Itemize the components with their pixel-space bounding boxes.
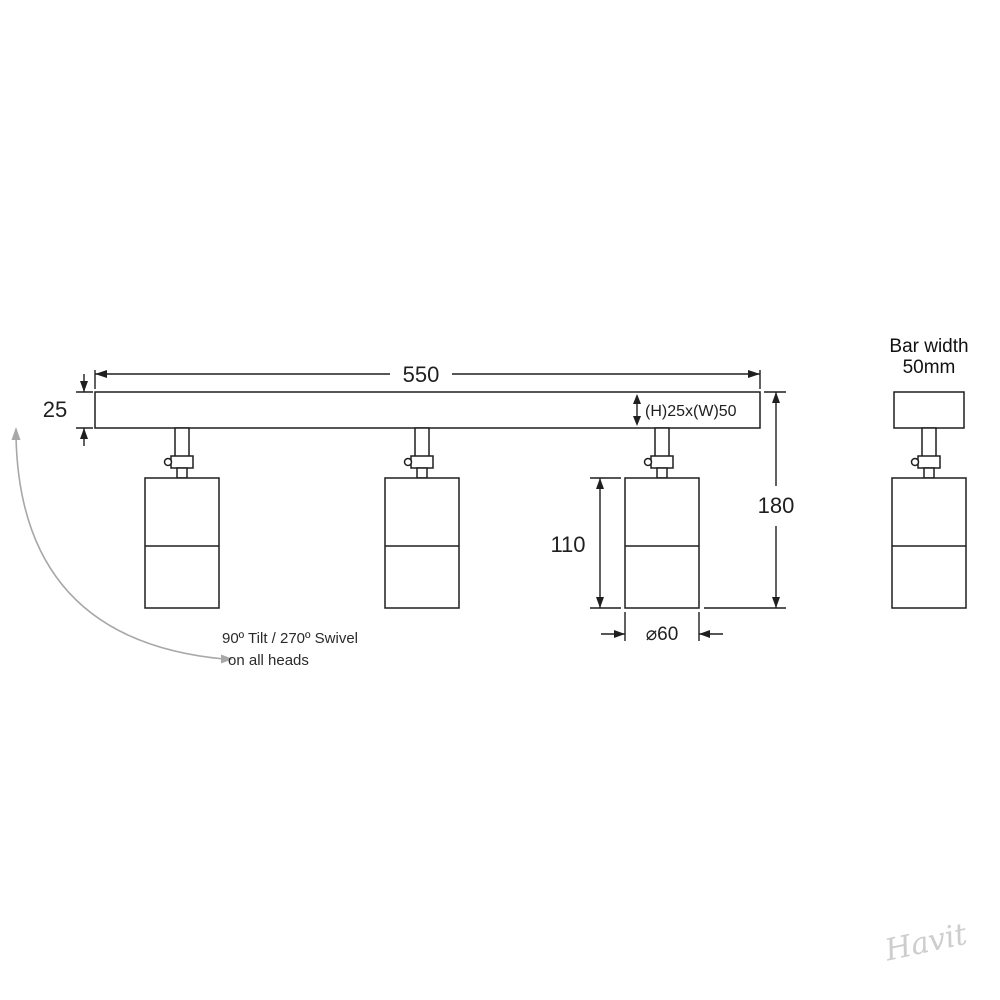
arrow-right-icon — [221, 654, 233, 664]
head-height-value: 110 — [550, 532, 585, 557]
bar-width-label-line1: Bar width — [889, 336, 968, 357]
head-height-dimension: 110 — [550, 477, 621, 609]
spotlight-head-1 — [144, 427, 220, 609]
side-view-head — [891, 427, 967, 609]
arrow-up-icon — [11, 427, 21, 440]
head-diameter-value: ⌀60 — [646, 624, 679, 645]
front-view: 550 25 (H)25x(W)50 180 — [43, 362, 795, 645]
mounting-bar — [94, 391, 761, 429]
tilt-swivel-note-line1: 90º Tilt / 270º Swivel — [222, 630, 358, 647]
watermark: Havit — [881, 917, 971, 969]
side-view-bar-section — [893, 391, 965, 429]
bar-profile-value: (H)25x(W)50 — [645, 403, 737, 420]
bar-height-dimension: 25 — [43, 374, 93, 446]
tilt-swivel-note-line2: on all heads — [228, 652, 309, 669]
side-view: Bar width 50mm — [889, 336, 969, 609]
overall-height-value: 180 — [758, 493, 795, 518]
bar-length-value: 550 — [403, 362, 440, 387]
tilt-swivel-annotation: 90º Tilt / 270º Swivel on all heads — [11, 427, 358, 669]
spotlight-head-2 — [384, 427, 460, 609]
bar-profile-dimension: (H)25x(W)50 — [633, 394, 737, 426]
tilt-swivel-curved-arrow-icon — [15, 435, 225, 660]
bar-height-value: 25 — [43, 397, 67, 422]
bar-length-dimension: 550 — [94, 362, 761, 389]
bar-width-label-line2: 50mm — [903, 357, 956, 378]
spotlight-head-3 — [624, 427, 700, 609]
head-diameter-dimension: ⌀60 — [601, 612, 723, 645]
overall-height-dimension: 180 — [704, 391, 795, 609]
